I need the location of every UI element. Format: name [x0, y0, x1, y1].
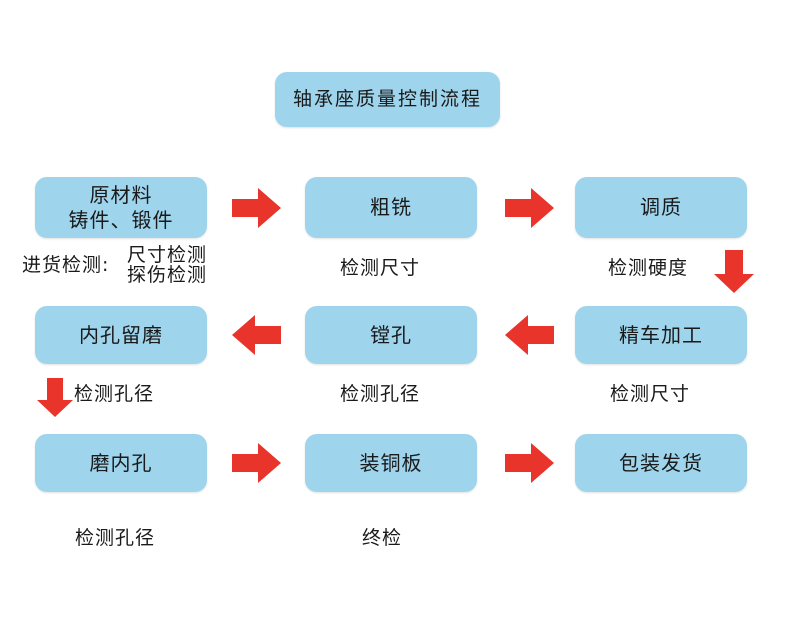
- node-rough-milling-label: 粗铣: [370, 195, 412, 219]
- node-boring-label: 镗孔: [370, 322, 412, 347]
- arrow-left-icon-finish-turning-to-boring: [505, 314, 555, 356]
- arrow-left-icon-boring-to-bore-reserve: [232, 314, 282, 356]
- node-quench-temper-label: 调质: [640, 195, 682, 219]
- arrow-down-icon-bore-reserve-to-grind: [36, 378, 74, 418]
- arrow-right-icon-rough-to-quench: [505, 187, 555, 229]
- arrow-right-icon-grind-to-copper: [232, 442, 282, 484]
- node-boring[interactable]: 镗孔: [305, 306, 477, 364]
- caption-check-dimension-1: 检测尺寸: [340, 257, 421, 279]
- node-install-copper-plate[interactable]: 装铜板: [305, 434, 477, 492]
- node-grind-inner-hole[interactable]: 磨内孔: [35, 434, 207, 492]
- node-finish-turning-label: 精车加工: [619, 322, 703, 347]
- node-raw-material[interactable]: 原材料 铸件、锻件: [35, 177, 207, 238]
- node-bore-reserve-grind-label: 内孔留磨: [79, 322, 163, 347]
- node-title-box: 轴承座质量控制流程: [275, 72, 500, 127]
- node-packing-shipping[interactable]: 包装发货: [575, 434, 747, 492]
- node-install-copper-plate-label: 装铜板: [359, 450, 423, 475]
- node-finish-turning[interactable]: 精车加工: [575, 306, 747, 364]
- arrow-down-icon-quench-to-finish-turning: [713, 250, 755, 294]
- caption-check-bore-diameter-2: 检测孔径: [340, 383, 421, 405]
- caption-check-dimension-2: 检测尺寸: [610, 383, 691, 405]
- caption-incoming-inspection-items: 尺寸检测 探伤检测: [127, 244, 208, 286]
- caption-check-bore-diameter-3: 检测孔径: [75, 527, 156, 549]
- node-title-label: 轴承座质量控制流程: [292, 87, 482, 110]
- arrow-right-icon-raw-to-rough: [232, 187, 282, 229]
- caption-check-hardness: 检测硬度: [608, 257, 689, 279]
- caption-final-inspection: 终检: [362, 527, 403, 549]
- caption-check-bore-diameter-1: 检测孔径: [74, 383, 155, 405]
- node-grind-inner-hole-label: 磨内孔: [89, 450, 153, 475]
- caption-incoming-inspection-prefix: 进货检测:: [22, 254, 110, 276]
- node-raw-material-label: 原材料 铸件、锻件: [68, 182, 174, 232]
- node-bore-reserve-grind[interactable]: 内孔留磨: [35, 306, 207, 364]
- node-quench-temper[interactable]: 调质: [575, 177, 747, 238]
- arrow-right-icon-copper-to-packing: [505, 442, 555, 484]
- node-rough-milling[interactable]: 粗铣: [305, 177, 477, 238]
- node-packing-shipping-label: 包装发货: [619, 450, 703, 475]
